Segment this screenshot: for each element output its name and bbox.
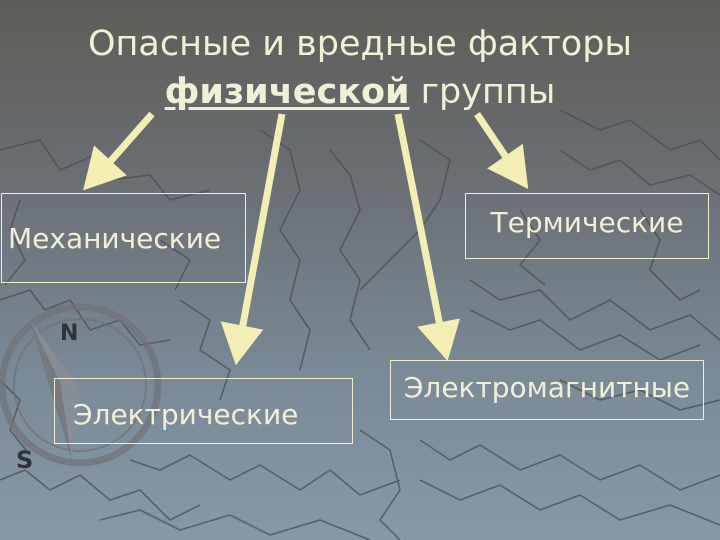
title-line-1: Опасные и вредные факторы	[87, 24, 633, 64]
electromagnetic-label: Электромагнитные	[403, 370, 691, 404]
compass-south-label: S	[16, 446, 33, 474]
title-emphasis-word: физической	[164, 72, 410, 112]
arrow-to-electromagnetic	[394, 113, 460, 362]
title-line-2: физической группы	[0, 70, 720, 114]
mechanical-box: Механические	[1, 193, 246, 283]
arrow-to-mechanical	[83, 111, 155, 191]
arrow-to-electrical	[220, 113, 286, 366]
thermal-box: Термические	[465, 193, 709, 259]
mechanical-label: Механические	[8, 221, 222, 255]
contour-lines	[0, 109, 720, 540]
compass-needle-light	[30, 320, 80, 460]
arrow-to-thermal	[474, 112, 529, 190]
compass-north-label: N	[60, 321, 78, 346]
compass-rose	[0, 303, 162, 467]
title-line-2-rest: группы	[409, 72, 556, 112]
electromagnetic-box: Электромагнитные	[390, 360, 704, 420]
electrical-label: Электрические	[73, 397, 299, 431]
electrical-box: Электрические	[54, 378, 353, 444]
thermal-label: Термические	[490, 205, 684, 239]
